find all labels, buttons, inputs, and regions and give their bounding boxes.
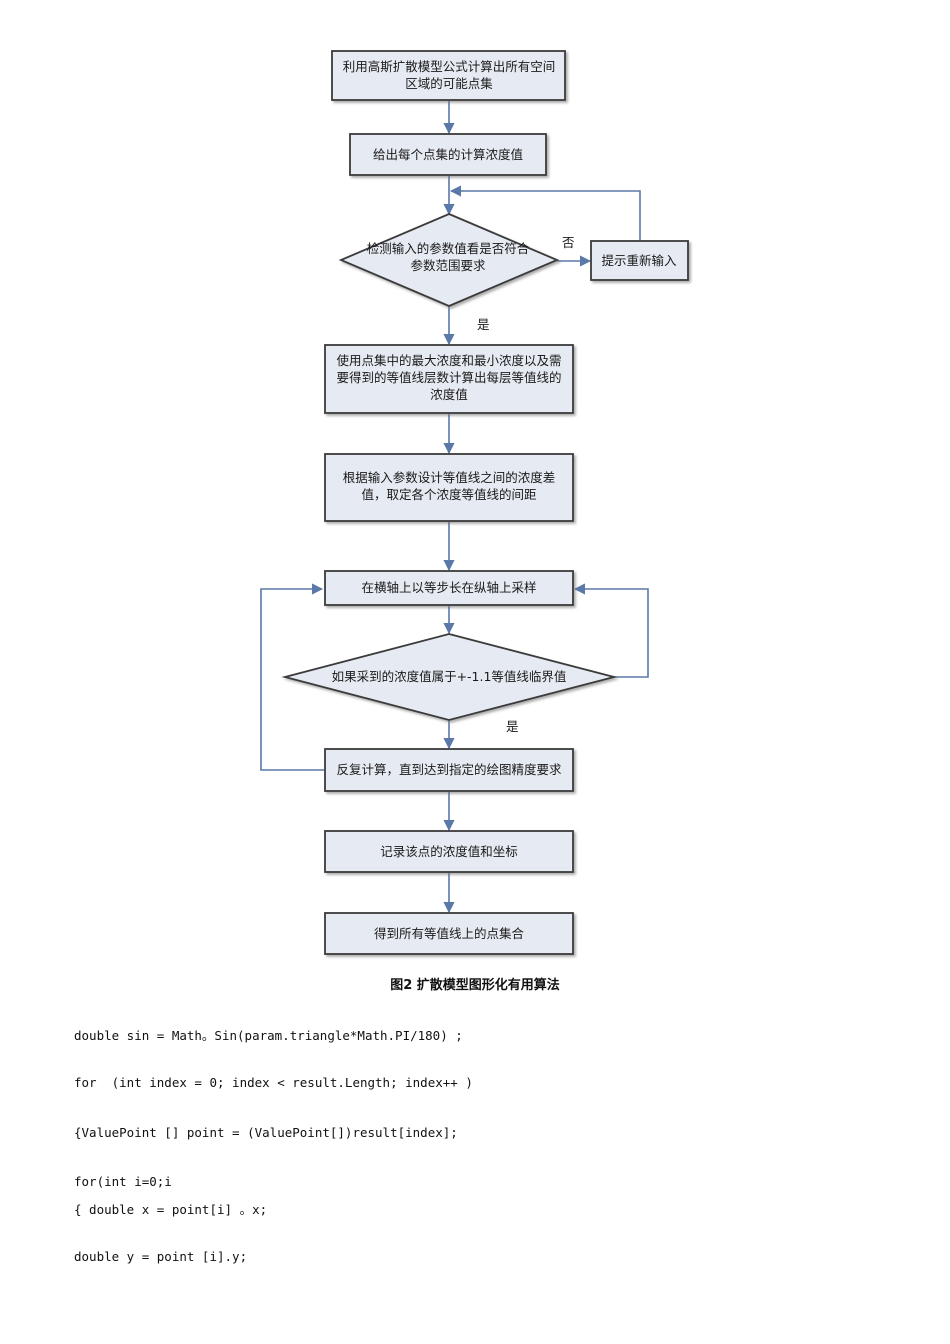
step7-box <box>324 830 574 873</box>
code-line-5: { double x = point[i] 。x; <box>74 1202 268 1217</box>
step3-box <box>324 344 574 414</box>
retry-box <box>590 240 689 281</box>
decision1-text-line2: 参数范围要求 <box>410 258 486 273</box>
step3-text-line2: 要得到的等值线层数计算出每层等值线的 <box>336 370 561 385</box>
yes-label-2: 是 <box>506 719 519 734</box>
figure-caption: 图2 扩散模型图形化有用算法 <box>390 978 560 993</box>
step4-box <box>324 453 574 522</box>
connectors <box>260 101 649 914</box>
step1-box <box>331 50 566 101</box>
step5-text: 在横轴上以等步长在纵轴上采样 <box>361 580 536 595</box>
step6-box <box>324 748 574 792</box>
arrow-step6-loopback <box>260 583 324 771</box>
decision2-text: 如果采到的浓度值属于+-1.1等值线临界值 <box>332 669 567 684</box>
step3-text-line3: 浓度值 <box>430 387 468 402</box>
step1-text-line1: 利用高斯扩散模型公式计算出所有空间 <box>343 59 556 74</box>
code-line-6: double y = point [i].y; <box>74 1249 248 1264</box>
step3-text-line1: 使用点集中的最大浓度和最小浓度以及需 <box>336 353 561 368</box>
step4-text-line2: 值，取定各个浓度等值线的间距 <box>361 487 536 502</box>
step5-box <box>324 570 574 606</box>
step2-box <box>349 133 547 176</box>
arrow-decision2-loopback <box>573 583 649 678</box>
step7-text: 记录该点的浓度值和坐标 <box>380 844 518 859</box>
step2-text: 给出每个点集的计算浓度值 <box>373 147 523 162</box>
flowchart: 利用高斯扩散模型公式计算出所有空间 区域的可能点集 给出每个点集的计算浓度值 检… <box>260 50 689 955</box>
step1-text-line2: 区域的可能点集 <box>405 76 493 91</box>
arrow-retry-loopback <box>449 185 641 241</box>
decision2-diamond <box>281 633 618 721</box>
no-label: 否 <box>562 235 575 250</box>
code-line-4: for(int i=0;i <box>74 1174 172 1189</box>
step4-text-line1: 根据输入参数设计等值线之间的浓度差 <box>343 470 556 485</box>
retry-text: 提示重新输入 <box>601 253 677 268</box>
code-line-2: for (int index = 0; index < result.Lengt… <box>74 1075 473 1090</box>
code-line-3: {ValuePoint [] point = (ValuePoint[])res… <box>74 1125 458 1140</box>
decision1-diamond <box>338 213 560 307</box>
step8-text: 得到所有等值线上的点集合 <box>374 926 525 941</box>
decision1-text-line1: 检测输入的参数值看是否符合 <box>367 241 530 256</box>
step6-text: 反复计算，直到达到指定的绘图精度要求 <box>336 762 562 777</box>
code-line-1: double sin = Math。Sin(param.triangle*Mat… <box>74 1028 463 1043</box>
step8-box <box>324 912 574 955</box>
yes-label-1: 是 <box>477 317 490 332</box>
